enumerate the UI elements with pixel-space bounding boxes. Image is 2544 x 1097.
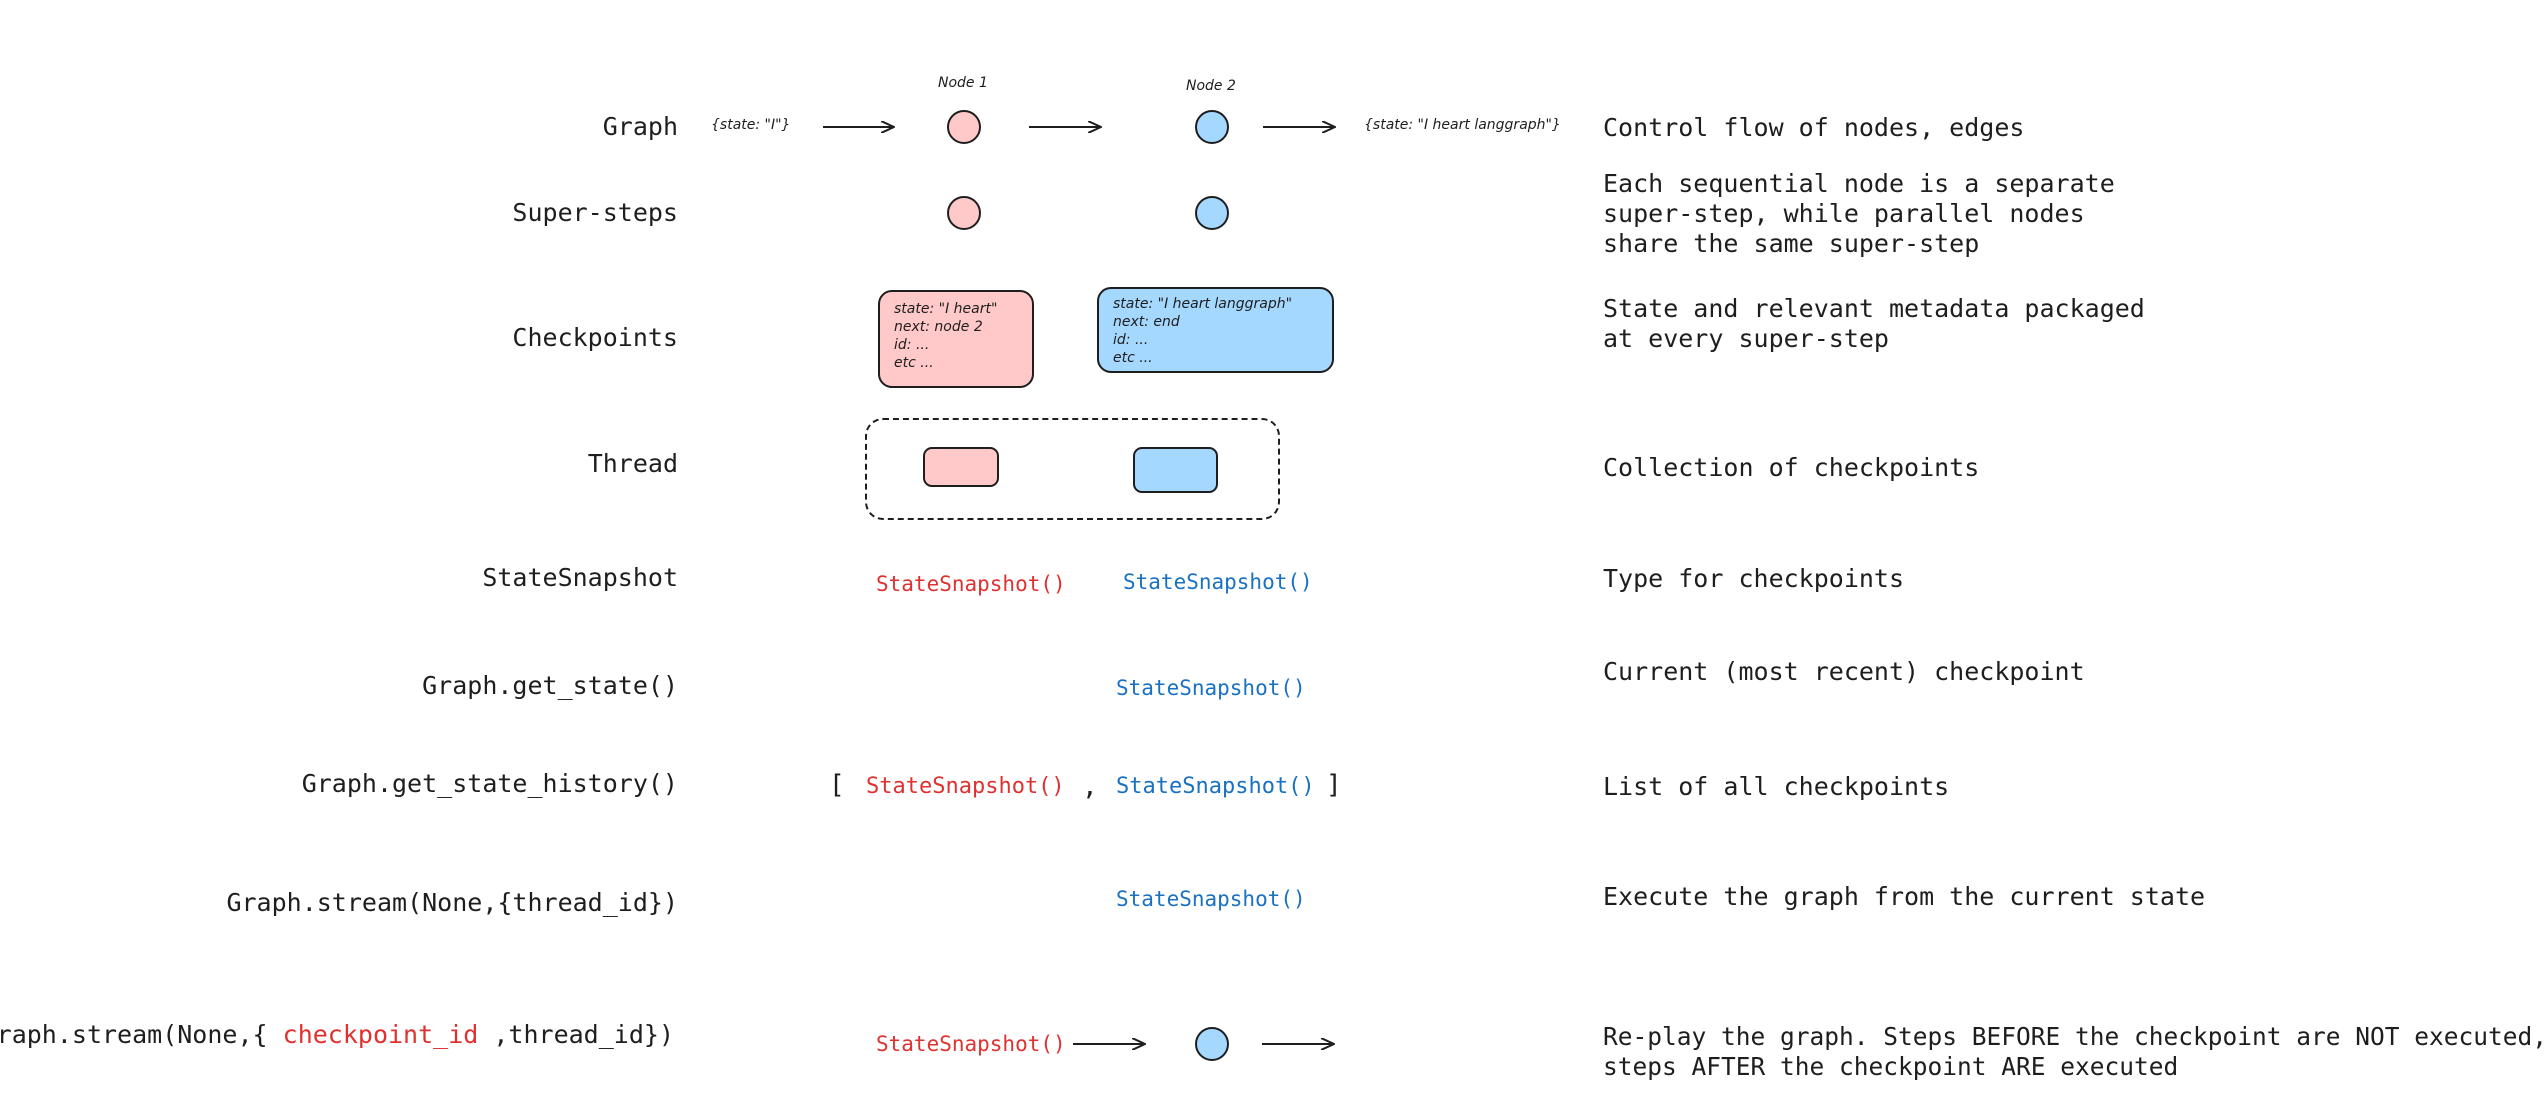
checkpoint2-id: id: ... bbox=[1113, 332, 1149, 348]
checkpoint1-id: id: ... bbox=[894, 337, 930, 353]
checkpoint2-etc: etc ... bbox=[1113, 350, 1153, 366]
replay-snapshot: StateSnapshot() bbox=[876, 1032, 1066, 1056]
desc-super-steps-line3: share the same super-step bbox=[1603, 229, 1980, 258]
desc-graph: Control flow of nodes, edges bbox=[1603, 113, 2025, 142]
node2-circle bbox=[1195, 110, 1229, 144]
label-checkpoints: Checkpoints bbox=[512, 323, 678, 352]
desc-super-steps-line2: super-step, while parallel nodes bbox=[1603, 199, 2085, 228]
thread-container bbox=[865, 418, 1280, 520]
input-state-text: {state: "I"} bbox=[711, 117, 791, 133]
checkpoint-box-node1: state: "I heart" next: node 2 id: ... et… bbox=[878, 290, 1034, 388]
checkpoint1-etc: etc ... bbox=[894, 355, 934, 371]
stream-checkpoint-highlight: checkpoint_id bbox=[282, 1020, 479, 1049]
stream-checkpoint-suffix: ,thread_id}) bbox=[493, 1020, 674, 1049]
super-step-2-circle bbox=[1195, 196, 1229, 230]
checkpoint1-next: next: node 2 bbox=[894, 319, 983, 335]
history-close-bracket: ] bbox=[1326, 770, 1342, 800]
desc-super-steps-line1: Each sequential node is a separate bbox=[1603, 169, 2115, 198]
desc-thread: Collection of checkpoints bbox=[1603, 453, 1980, 482]
label-graph: Graph bbox=[602, 112, 678, 141]
label-stream-thread: Graph.stream(None,{thread_id}) bbox=[226, 888, 678, 917]
label-state-snapshot: StateSnapshot bbox=[482, 563, 678, 592]
node1-circle bbox=[947, 110, 981, 144]
thread-checkpoint-1 bbox=[923, 447, 999, 487]
thread-checkpoint-2 bbox=[1133, 447, 1218, 493]
checkpoint2-next: next: end bbox=[1113, 314, 1180, 330]
checkpoint-box-node2: state: "I heart langgraph" next: end id:… bbox=[1097, 287, 1334, 373]
history-comma: , bbox=[1082, 772, 1098, 802]
desc-stream-checkpoint-line1: Re-play the graph. Steps BEFORE the chec… bbox=[1603, 1022, 2544, 1051]
get-state-snapshot: StateSnapshot() bbox=[1116, 676, 1306, 700]
label-get-state-history: Graph.get_state_history() bbox=[301, 769, 678, 798]
desc-get-state-history: List of all checkpoints bbox=[1603, 772, 1950, 801]
history-open-bracket: [ bbox=[829, 770, 845, 800]
label-super-steps: Super-steps bbox=[512, 198, 678, 227]
label-stream-checkpoint: Graph.stream(None,{ checkpoint_id ,threa… bbox=[0, 1020, 674, 1049]
stream-checkpoint-prefix: Graph.stream(None,{ bbox=[0, 1020, 268, 1049]
checkpoint2-state: state: "I heart langgraph" bbox=[1113, 296, 1293, 312]
node1-label: Node 1 bbox=[938, 75, 988, 91]
desc-stream-checkpoint: Re-play the graph. Steps BEFORE the chec… bbox=[1603, 1022, 2544, 1082]
label-get-state: Graph.get_state() bbox=[422, 671, 678, 700]
state-snapshot-2: StateSnapshot() bbox=[1123, 570, 1313, 594]
desc-state-snapshot: Type for checkpoints bbox=[1603, 564, 1905, 593]
replay-node-circle bbox=[1195, 1027, 1229, 1061]
desc-checkpoints-line1: State and relevant metadata packaged bbox=[1603, 294, 2145, 323]
checkpoint1-state: state: "I heart" bbox=[894, 301, 998, 317]
history-snapshot-1: StateSnapshot() bbox=[866, 774, 1065, 799]
super-step-1-circle bbox=[947, 196, 981, 230]
desc-get-state: Current (most recent) checkpoint bbox=[1603, 657, 2085, 686]
desc-checkpoints-line2: at every super-step bbox=[1603, 324, 1889, 353]
desc-stream-thread: Execute the graph from the current state bbox=[1603, 882, 2206, 911]
node2-label: Node 2 bbox=[1186, 78, 1236, 94]
state-snapshot-1: StateSnapshot() bbox=[876, 572, 1066, 596]
desc-checkpoints: State and relevant metadata packaged at … bbox=[1603, 294, 2145, 354]
desc-super-steps: Each sequential node is a separate super… bbox=[1603, 169, 2115, 259]
stream-thread-snapshot: StateSnapshot() bbox=[1116, 887, 1306, 911]
history-snapshot-2: StateSnapshot() bbox=[1116, 774, 1315, 799]
output-state-text: {state: "I heart langgraph"} bbox=[1364, 117, 1561, 133]
label-thread: Thread bbox=[587, 449, 678, 478]
desc-stream-checkpoint-line2: steps AFTER the checkpoint ARE executed bbox=[1603, 1052, 2179, 1081]
